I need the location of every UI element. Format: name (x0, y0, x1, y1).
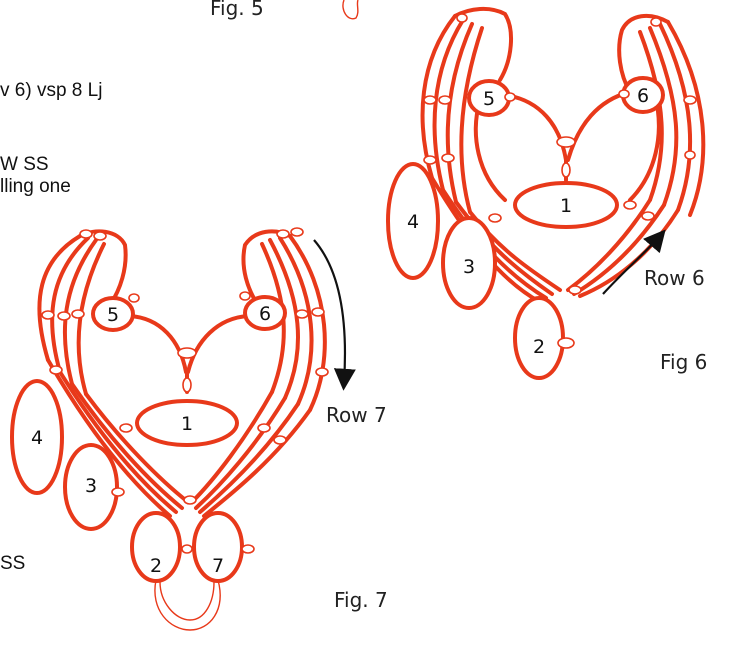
fig7-diagram: 1 2 3 4 5 6 7 (12, 228, 328, 630)
fig5-fragment (343, 0, 358, 19)
fig6-ring-3-label: 3 (463, 256, 475, 278)
fig7-ring-2-label: 2 (150, 555, 162, 577)
fig6-diagram: 1 2 3 4 5 6 (388, 9, 703, 378)
fig7-ring-7-label: 7 (212, 555, 224, 577)
fig7-ring-4-label: 4 (31, 427, 43, 449)
fig7-ring-6-label: 6 (259, 303, 271, 325)
fig6-ring-1-label: 1 (560, 195, 572, 217)
fig6-ring-5-label: 5 (483, 88, 495, 110)
fig6-ring-6-label: 6 (637, 85, 649, 107)
fig7-ring-1-label: 1 (181, 413, 193, 435)
fig6-ring-2-label: 2 (533, 336, 545, 358)
fig7-ring-3-label: 3 (85, 475, 97, 497)
fig6-ring-4-label: 4 (407, 211, 419, 233)
fig7-ring-5-label: 5 (107, 304, 119, 326)
